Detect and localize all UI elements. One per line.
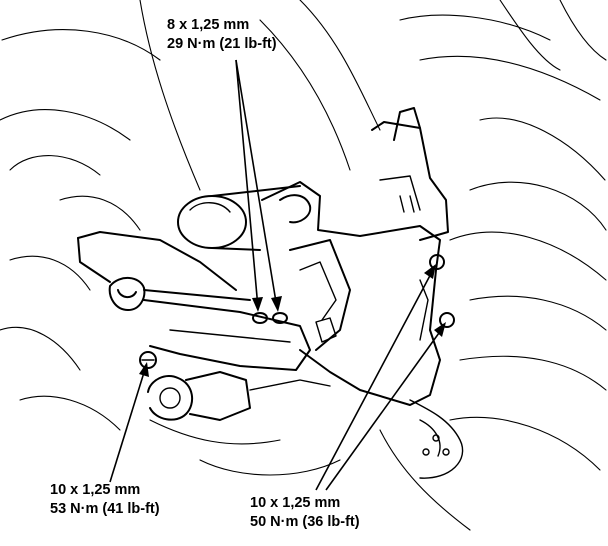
bolt-bottom-left: [139, 351, 157, 369]
bolt-top-left: [252, 312, 268, 324]
bolt-right-upper: [429, 254, 445, 270]
leader-bottom-left: [109, 365, 147, 483]
arrowhead-top-1: [252, 297, 263, 312]
arrowhead-bottom-right-1: [424, 264, 436, 279]
arrowhead-bottom-left: [139, 362, 149, 377]
callout-bottom-right-torque: 50 N·m (36 lb-ft): [250, 514, 360, 530]
background-engine-lines: [0, 0, 607, 531]
leader-top-2: [235, 59, 278, 309]
lower-mount: [147, 371, 464, 479]
leader-bottom-right-2: [325, 325, 445, 491]
callout-bottom-right-size: 10 x 1,25 mm: [250, 495, 341, 511]
callout-bottom-left-size: 10 x 1,25 mm: [50, 482, 141, 498]
housing-cylinder: [177, 185, 301, 251]
callout-top-size: 8 x 1,25 mm: [167, 17, 250, 33]
leader-bottom-right-1: [315, 267, 435, 491]
bolt-top-right: [272, 312, 288, 324]
bolt-right-lower: [439, 312, 455, 328]
arrowhead-bottom-right-2: [434, 322, 446, 337]
upper-block: [371, 107, 449, 241]
callout-bottom-right-bolts: 10 x 1,25 mm 50 N·m (36 lb-ft): [250, 494, 360, 532]
callout-bottom-left-bolt: 10 x 1,25 mm 53 N·m (41 lb-ft): [50, 481, 160, 519]
callout-bottom-left-torque: 53 N·m (41 lb-ft): [50, 501, 160, 517]
callout-top-bolts: 8 x 1,25 mm 29 N·m (21 lb-ft): [167, 16, 277, 54]
leader-lines: [109, 59, 446, 491]
arrowhead-top-2: [271, 296, 282, 312]
mount-bracket: [261, 181, 441, 406]
callout-top-torque: 29 N·m (21 lb-ft): [167, 36, 277, 52]
leader-top-1: [235, 59, 259, 309]
mount-arm: [77, 231, 311, 371]
